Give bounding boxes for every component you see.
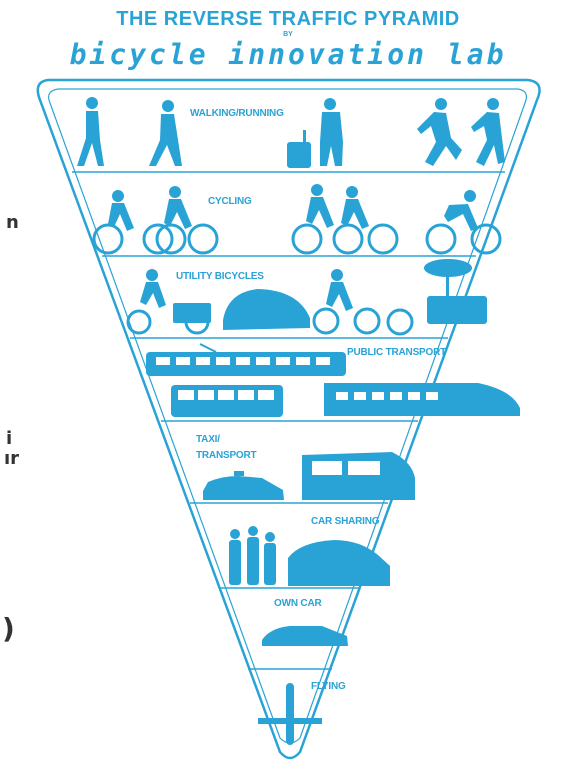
person-with-suitcase-icon [287, 98, 343, 168]
edge-text-fragment: i [6, 428, 13, 449]
velomobile-icon [223, 289, 310, 330]
tier-label-car-sharing: CAR SHARING [311, 516, 380, 527]
running-person-icon [417, 98, 462, 166]
cyclist-rider [326, 269, 353, 311]
cyclist-icon [312, 307, 381, 335]
parent-child-cyclists-icon [92, 223, 219, 255]
edge-text-fragment: ) [2, 612, 15, 645]
walking-person-icon [149, 100, 182, 166]
brand-name: bicycle innovation lab [69, 38, 507, 71]
walking-person-icon [77, 97, 104, 166]
edge-text-fragment: ır [4, 448, 20, 469]
tier-label-taxi-line1: TAXI/ [196, 434, 220, 445]
parent-child-cyclists-icon-riders [108, 186, 192, 231]
bus-icon [171, 385, 283, 417]
diagram-title: THE REVERSE TRAFFIC PYRAMID [116, 8, 460, 30]
airplane-icon [258, 683, 322, 745]
tandem-cyclists-riders [306, 184, 369, 229]
tier-label-taxi-line2: TRANSPORT [196, 450, 257, 461]
by-label: BY [283, 31, 293, 38]
van-windows [312, 461, 380, 475]
pyramid-outline [36, 78, 541, 760]
tier-label-cycling: CYCLING [208, 196, 252, 207]
bus-windows [178, 390, 274, 400]
road-cyclist-icon [425, 223, 502, 255]
tier-dividers [72, 171, 505, 670]
train-windows [336, 392, 438, 400]
high-speed-train-icon [324, 383, 520, 416]
road-cyclist-rider [444, 190, 478, 231]
tier-label-public-transport: PUBLIC TRANSPORT [347, 347, 447, 358]
taxi-icon [203, 471, 284, 500]
vending-cart-bike-icon [424, 259, 487, 324]
group-of-people-icon [229, 526, 276, 585]
van-icon [302, 452, 415, 500]
tram-windows [156, 357, 330, 365]
sedan-car-icon [262, 626, 348, 646]
vending-cart-wheel [386, 308, 414, 336]
tandem-cyclists-icon [291, 223, 399, 255]
running-person-icon [471, 98, 505, 166]
tier-label-walking-running: WALKING/RUNNING [190, 108, 284, 119]
cargo-bike-body [140, 269, 211, 323]
tier-label-own-car: OWN CAR [274, 598, 322, 609]
tier-label-utility-bicycles: UTILITY BICYCLES [176, 271, 264, 282]
tier-label-flying: FLYING [311, 681, 346, 692]
edge-text-fragment: n [6, 212, 19, 233]
hatchback-car-icon [288, 540, 390, 586]
